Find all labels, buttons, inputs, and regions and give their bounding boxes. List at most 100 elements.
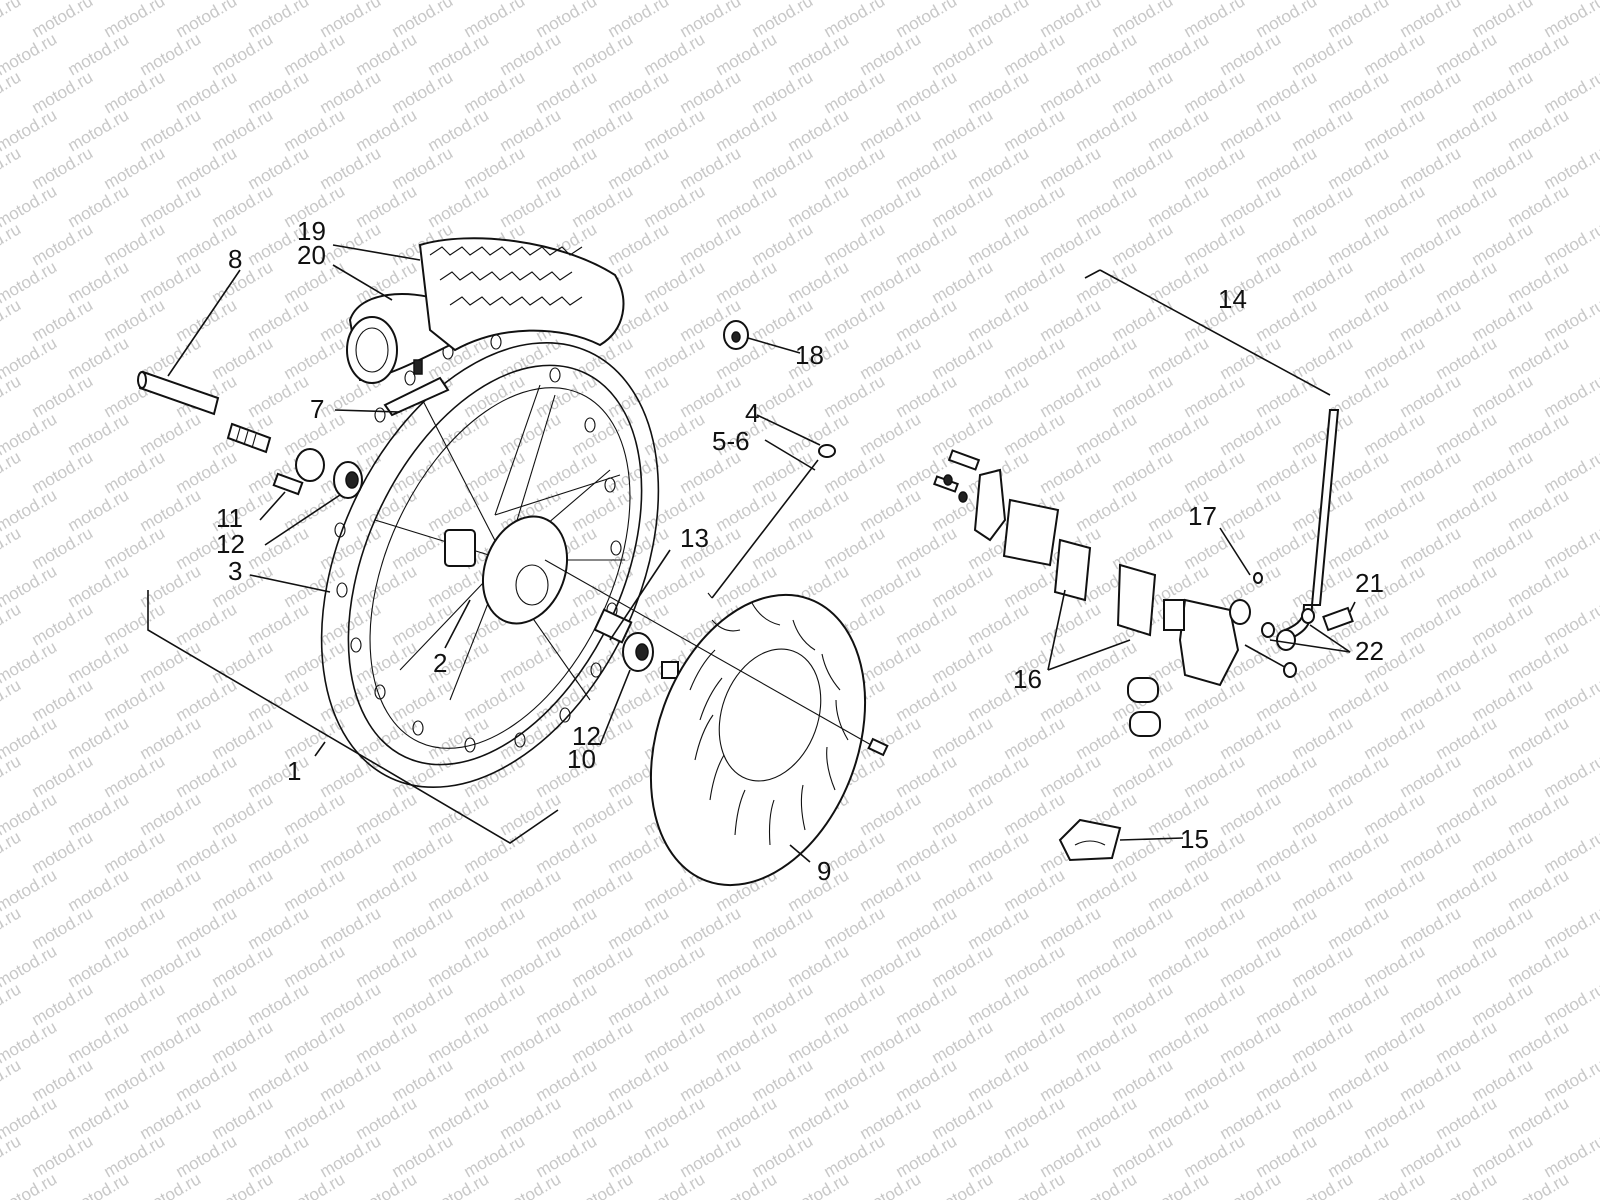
watermark-text: motod.ru <box>569 1093 637 1143</box>
watermark-text: motod.ru <box>425 1017 493 1067</box>
watermark-text: motod.ru <box>0 67 24 117</box>
callout-19: 19 <box>297 216 326 246</box>
valve-cap-icon <box>723 320 749 350</box>
watermark-text: motod.ru <box>821 1131 889 1181</box>
watermark-text: motod.ru <box>497 409 565 459</box>
watermark-text: motod.ru <box>1433 1169 1501 1200</box>
callout-9: 9 <box>817 856 831 886</box>
watermark-text: motod.ru <box>677 979 745 1029</box>
brake-hose-icon <box>1261 409 1354 651</box>
watermark-text: motod.ru <box>1361 29 1429 79</box>
watermark-text: motod.ru <box>1289 941 1357 991</box>
watermark-text: motod.ru <box>101 1055 169 1105</box>
watermark-text: motod.ru <box>1541 0 1600 41</box>
watermark-text: motod.ru <box>1253 143 1321 193</box>
watermark-text: motod.ru <box>893 827 961 877</box>
watermark-text: motod.ru <box>65 941 133 991</box>
watermark-text: motod.ru <box>533 371 601 421</box>
watermark-text: motod.ru <box>425 1169 493 1200</box>
watermark-text: motod.ru <box>137 29 205 79</box>
watermark-text: motod.ru <box>245 675 313 725</box>
watermark-text: motod.ru <box>137 713 205 763</box>
watermark-text: motod.ru <box>137 485 205 535</box>
watermark-text: motod.ru <box>1433 1017 1501 1067</box>
watermark-text: motod.ru <box>929 29 997 79</box>
watermark-text: motod.ru <box>1433 333 1501 383</box>
watermark-text: motod.ru <box>497 1093 565 1143</box>
watermark-text: motod.ru <box>173 143 241 193</box>
watermark-text: motod.ru <box>1037 143 1105 193</box>
watermark-text: motod.ru <box>1469 979 1537 1029</box>
watermark-text: motod.ru <box>749 979 817 1029</box>
watermark-text: motod.ru <box>281 941 349 991</box>
watermark-text: motod.ru <box>677 219 745 269</box>
watermark-text: motod.ru <box>1109 523 1177 573</box>
watermark-text: motod.ru <box>389 903 457 953</box>
watermark-text: motod.ru <box>425 29 493 79</box>
watermark-text: motod.ru <box>1469 599 1537 649</box>
watermark-text: motod.ru <box>821 295 889 345</box>
watermark-text: motod.ru <box>29 523 97 573</box>
watermark-text: motod.ru <box>245 1055 313 1105</box>
watermark-text: motod.ru <box>1181 371 1249 421</box>
watermark-text: motod.ru <box>1109 1131 1177 1181</box>
watermark-text: motod.ru <box>317 523 385 573</box>
watermark-text: motod.ru <box>1145 181 1213 231</box>
watermark-text: motod.ru <box>1361 333 1429 383</box>
watermark-text: motod.ru <box>929 105 997 155</box>
watermark-text: motod.ru <box>461 371 529 421</box>
watermark-text: motod.ru <box>1469 67 1537 117</box>
watermark-text: motod.ru <box>1037 371 1105 421</box>
watermark-text: motod.ru <box>1361 713 1429 763</box>
watermark-text: motod.ru <box>1181 143 1249 193</box>
watermark-text: motod.ru <box>1037 675 1105 725</box>
watermark-text: motod.ru <box>533 903 601 953</box>
watermark-text: motod.ru <box>857 29 925 79</box>
watermark-text: motod.ru <box>929 409 997 459</box>
watermark-text: motod.ru <box>317 143 385 193</box>
watermark-text: motod.ru <box>1145 333 1213 383</box>
watermark-text: motod.ru <box>929 941 997 991</box>
watermark-text: motod.ru <box>965 599 1033 649</box>
watermark-text: motod.ru <box>1073 409 1141 459</box>
watermark-text: motod.ru <box>497 1169 565 1200</box>
callout-3: 3 <box>228 556 242 586</box>
watermark-text: motod.ru <box>1505 941 1573 991</box>
watermark-text: motod.ru <box>101 599 169 649</box>
watermark-text: motod.ru <box>605 67 673 117</box>
watermark-text: motod.ru <box>137 1169 205 1200</box>
watermark-text: motod.ru <box>605 219 673 269</box>
watermark-text: motod.ru <box>245 523 313 573</box>
watermark-text: motod.ru <box>1181 447 1249 497</box>
watermark-text: motod.ru <box>1469 447 1537 497</box>
watermark-text: motod.ru <box>389 599 457 649</box>
watermark-text: motod.ru <box>1433 637 1501 687</box>
callout-22: 22 <box>1355 636 1384 666</box>
watermark-text: motod.ru <box>605 1131 673 1181</box>
watermark-text: motod.ru <box>569 409 637 459</box>
watermark-text: motod.ru <box>893 599 961 649</box>
watermark-text: motod.ru <box>1397 523 1465 573</box>
watermark-text: motod.ru <box>1217 941 1285 991</box>
watermark-text: motod.ru <box>713 29 781 79</box>
watermark-text: motod.ru <box>29 599 97 649</box>
watermark-text: motod.ru <box>29 1055 97 1105</box>
watermark-text: motod.ru <box>425 865 493 915</box>
watermark-text: motod.ru <box>1433 789 1501 839</box>
watermark-text: motod.ru <box>533 447 601 497</box>
watermark-text: motod.ru <box>1181 1055 1249 1105</box>
watermark-text: motod.ru <box>245 1131 313 1181</box>
watermark-text: motod.ru <box>317 1131 385 1181</box>
watermark-text: motod.ru <box>317 903 385 953</box>
watermark-text: motod.ru <box>785 29 853 79</box>
callout-20: 20 <box>297 240 326 270</box>
watermark-text: motod.ru <box>1217 1169 1285 1200</box>
watermark-text: motod.ru <box>389 979 457 1029</box>
watermark-text: motod.ru <box>137 105 205 155</box>
watermark-text: motod.ru <box>1181 903 1249 953</box>
watermark-text: motod.ru <box>533 67 601 117</box>
watermark-text: motod.ru <box>497 29 565 79</box>
watermark-text: motod.ru <box>821 143 889 193</box>
watermark-text: motod.ru <box>245 599 313 649</box>
watermark-text: motod.ru <box>965 979 1033 1029</box>
